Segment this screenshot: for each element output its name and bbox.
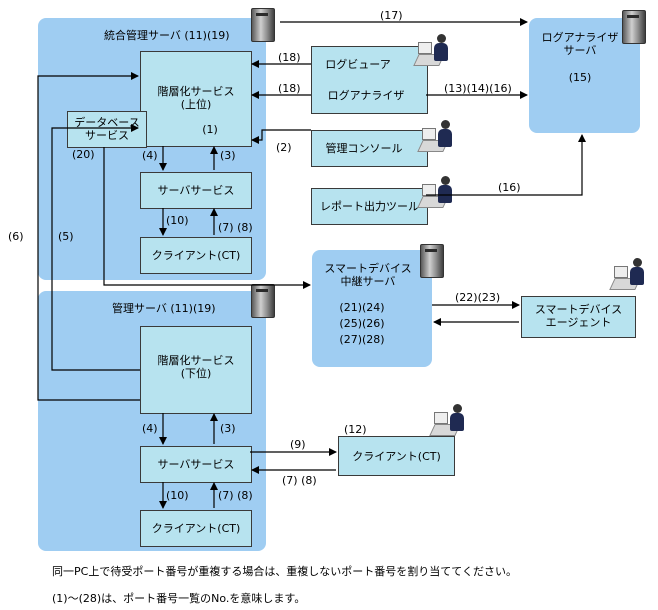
port-label-20: (20) [72, 148, 95, 161]
hierarchy-service-upper-label: 階層化サービス (上位) [157, 85, 235, 111]
port-label-10-lower: (10) [166, 489, 189, 502]
smart-device-agent: スマートデバイス エージェント [521, 296, 636, 338]
report-output-tool: レポート出力ツール [311, 188, 428, 225]
server-service-lower-label: サーバサービス [157, 458, 235, 471]
smart-device-user-icon [609, 258, 648, 292]
client-ct-upper: クライアント(CT) [140, 237, 252, 274]
log-analyzer-server-icon [622, 10, 646, 44]
client-ct-upper-label: クライアント(CT) [151, 249, 241, 262]
log-analyzer-server-title: ログアナライザ サーバ [541, 31, 619, 57]
database-service-label: データベース サービス [74, 116, 140, 142]
port-label-5: (5) [58, 230, 74, 243]
port-label-3-lower: (3) [220, 422, 236, 435]
log-analyzer-label: ログアナライザ [327, 89, 405, 102]
port-label-18-bottom: (18) [278, 82, 301, 95]
port-label-3-upper: (3) [220, 149, 236, 162]
port-label-17: (17) [380, 9, 403, 22]
smart-relay-server-ports: (21)(24) (25)(26) (27)(28) [339, 301, 385, 346]
smart-relay-server-icon [420, 244, 444, 278]
smart-device-agent-label: スマートデバイス エージェント [534, 303, 623, 329]
admin-console-operator-icon [417, 120, 456, 154]
hierarchy-service-upper: 階層化サービス (上位) (1) [140, 51, 252, 147]
port-label-4-lower: (4) [142, 422, 158, 435]
port-label-22-23: (22)(23) [455, 291, 501, 304]
hierarchy-service-lower-label: 階層化サービス (下位) [157, 354, 235, 380]
port-label-10-upper: (10) [166, 214, 189, 227]
server-service-upper: サーバサービス [140, 172, 252, 209]
log-analyzer-server-region [529, 18, 640, 133]
integrated-server-title: 統合管理サーバ (11)(19) [104, 29, 230, 42]
log-viewer-operator-icon [413, 34, 452, 68]
admin-console-label: 管理コンソール [325, 142, 403, 155]
port-label-18-top: (18) [278, 51, 301, 64]
port-label-9: (9) [290, 438, 306, 451]
port-label-6: (6) [8, 230, 24, 243]
port-label-13-14-16: (13)(14)(16) [444, 82, 512, 95]
server-service-upper-label: サーバサービス [157, 184, 235, 197]
hierarchy-service-lower: 階層化サービス (下位) [140, 326, 252, 414]
port-label-7-8-lower: (7) (8) [218, 489, 253, 502]
port-label-7-8-client: (7) (8) [282, 474, 317, 487]
manager-server-icon [251, 284, 275, 318]
manager-server-title: 管理サーバ (11)(19) [112, 302, 216, 315]
smart-relay-server-region [312, 250, 432, 367]
smart-relay-server-title: スマートデバイス 中継サーバ [324, 262, 412, 288]
log-analyzer-server-port: (15) [568, 71, 592, 84]
report-output-tool-label: レポート出力ツール [320, 200, 419, 213]
client-ct-lower: クライアント(CT) [140, 510, 252, 547]
log-viewer: ログビューア ログアナライザ [311, 46, 428, 114]
client-ct-standalone-label: クライアント(CT) [352, 450, 441, 463]
client-ct-lower-label: クライアント(CT) [151, 522, 241, 535]
port-label-12: (12) [344, 423, 367, 436]
port-label-4-upper: (4) [142, 149, 158, 162]
footnote-duplicate-ports: 同一PC上で待受ポート番号が重複する場合は、重複しないポート番号を割り当ててくだ… [52, 565, 517, 578]
server-service-lower: サーバサービス [140, 446, 252, 483]
port-label-7-8-upper: (7) (8) [218, 221, 253, 234]
log-viewer-label: ログビューア [325, 58, 391, 71]
client-user-icon [429, 404, 468, 438]
hierarchy-service-upper-port: (1) [202, 123, 218, 136]
port-label-16: (16) [498, 181, 521, 194]
port-label-2: (2) [276, 141, 292, 154]
client-ct-standalone: クライアント(CT) [338, 436, 455, 476]
integrated-server-icon [251, 8, 275, 42]
footnote-port-list-meaning: (1)～(28)は、ポート番号一覧のNo.を意味します。 [52, 592, 306, 605]
